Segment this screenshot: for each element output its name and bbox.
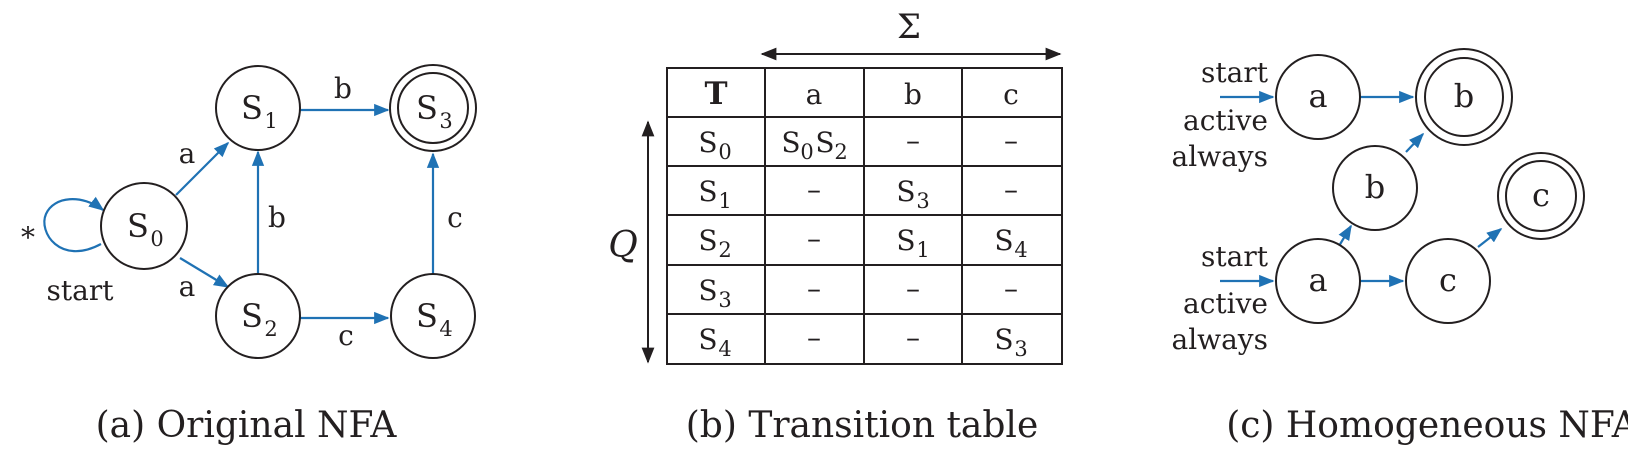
node-a-top: a	[1275, 54, 1361, 140]
cell-s0-a-sub-1: 0	[800, 140, 813, 164]
cell-s0-a-sub-2: 2	[834, 140, 847, 164]
sigma-label: Σ	[897, 7, 921, 47]
always-label-bottom: always	[1172, 323, 1269, 356]
always-label-top: always	[1172, 140, 1269, 173]
q-label: Q	[608, 225, 638, 266]
panel-b-transition-table: Σ Q T a b c S 0 S 0 S 2 – – S 1	[608, 7, 1063, 446]
edge-b2-b1	[1405, 132, 1425, 153]
edge-label-s1-s3: b	[334, 72, 352, 105]
edge-label-s4-s3: c	[447, 201, 463, 234]
row-state-sub: 0	[718, 140, 731, 164]
node-b-accepting: b	[1415, 48, 1513, 146]
cell-s1-a: –	[807, 173, 821, 206]
edge-s0-s1	[175, 141, 230, 196]
state-s1: S 1	[215, 65, 301, 151]
self-loop-label: *	[21, 221, 35, 254]
row-state-base: S	[698, 323, 717, 356]
cell-s3-b: –	[906, 272, 920, 305]
edge-label-s2-s1: b	[268, 201, 286, 234]
node-a-bottom-label: a	[1308, 261, 1327, 299]
state-s4: S 4	[390, 273, 476, 359]
cell-s2-b-base: S	[896, 224, 915, 257]
cell-s1-c: –	[1004, 173, 1018, 206]
caption-a: (a) Original NFA	[96, 405, 398, 446]
row-state-sub: 4	[718, 337, 731, 361]
cell-s4-b: –	[906, 321, 920, 354]
node-c-accepting: c	[1497, 152, 1585, 240]
state-s0: S 0	[100, 182, 188, 270]
panel-c-homogeneous-nfa: start active always start active always …	[1172, 48, 1628, 446]
table-header-a: a	[806, 78, 823, 111]
cell-s0-c: –	[1004, 124, 1018, 157]
node-c-bottom: c	[1405, 238, 1491, 324]
node-b-middle: b	[1332, 145, 1418, 231]
edge-label-s0-s1: a	[179, 137, 196, 170]
table-header-c: c	[1003, 78, 1019, 111]
cell-s2-a: –	[807, 222, 821, 255]
node-b-accepting-label: b	[1454, 77, 1474, 115]
cell-s0-b: –	[906, 124, 920, 157]
cell-s4-c-sub: 3	[1014, 337, 1027, 361]
caption-b: (b) Transition table	[686, 405, 1039, 446]
edge-label-s2-s4: c	[338, 319, 354, 352]
start-label: start	[47, 274, 115, 307]
table-header-t: T	[704, 76, 727, 112]
cell-s0-a-base-1: S	[781, 126, 800, 159]
cell-s2-c-sub: 4	[1014, 238, 1027, 262]
row-state-base: S	[698, 224, 717, 257]
cell-s1-b-base: S	[896, 175, 915, 208]
active-label-bottom: active	[1183, 287, 1268, 320]
cell-s0-a-base-2: S	[815, 126, 834, 159]
state-s2: S 2	[215, 273, 301, 359]
edge-label-s0-s2: a	[179, 270, 196, 303]
row-state-sub: 1	[718, 189, 731, 213]
active-label-top: active	[1183, 104, 1268, 137]
cell-s1-b-sub: 3	[916, 189, 929, 213]
table-grid	[666, 67, 1063, 365]
table-header-b: b	[904, 78, 922, 111]
panel-a-original-nfa: a a b b c c * start S 0 S 1 S 2 S 3	[21, 64, 477, 446]
cell-s2-c-base: S	[994, 224, 1013, 257]
edge-a2-b2	[1338, 224, 1352, 247]
start-label-top: start	[1201, 56, 1269, 89]
caption-c: (c) Homogeneous NFA	[1226, 405, 1628, 446]
state-s0-sub: 0	[150, 227, 163, 251]
row-state-base: S	[698, 274, 717, 307]
cell-s4-c-base: S	[994, 323, 1013, 356]
state-s4-sub: 4	[439, 317, 452, 341]
cell-s3-a: –	[807, 272, 821, 305]
node-c-accepting-label: c	[1532, 176, 1550, 214]
state-s2-sub: 2	[264, 317, 277, 341]
row-state-base: S	[698, 175, 717, 208]
node-a-top-label: a	[1308, 77, 1327, 115]
state-s2-base: S	[241, 297, 263, 335]
start-label-bottom: start	[1201, 240, 1269, 273]
row-state-sub: 2	[718, 238, 731, 262]
cell-s3-c: –	[1004, 272, 1018, 305]
state-s0-base: S	[127, 207, 149, 245]
state-s4-base: S	[416, 297, 438, 335]
cell-s4-a: –	[807, 321, 821, 354]
edge-c2-c1	[1477, 228, 1503, 248]
state-s1-base: S	[241, 89, 263, 127]
state-s3-accepting: S 3	[389, 64, 477, 152]
state-s3-sub: 3	[439, 109, 452, 133]
node-a-bottom: a	[1275, 238, 1361, 324]
node-b-middle-label: b	[1365, 168, 1385, 206]
node-c-bottom-label: c	[1439, 261, 1457, 299]
row-state-sub: 3	[718, 288, 731, 312]
state-s1-sub: 1	[264, 109, 277, 133]
state-s3-base: S	[416, 89, 438, 127]
cell-s2-b-sub: 1	[916, 238, 929, 262]
edge-s0-self-loop	[43, 196, 105, 253]
edge-s0-s2	[179, 257, 230, 288]
row-state-base: S	[698, 126, 717, 159]
